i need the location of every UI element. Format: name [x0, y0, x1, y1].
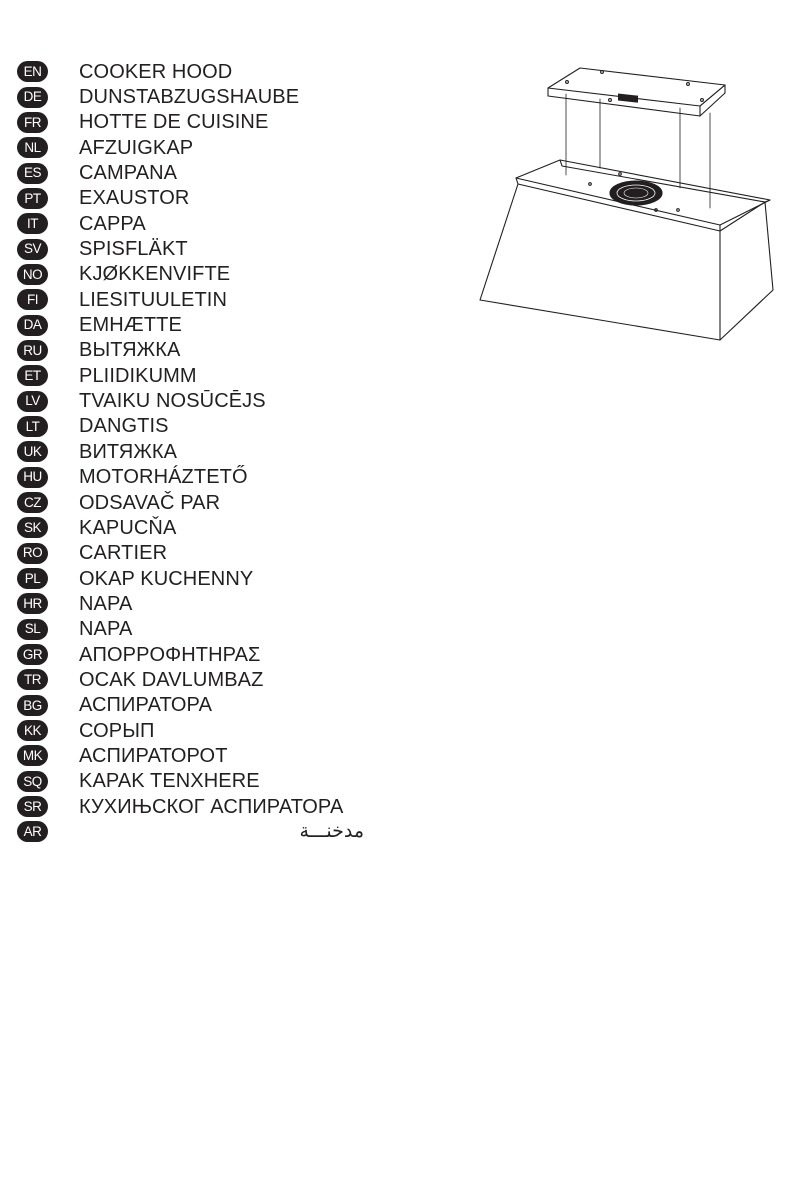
language-code-badge: SL — [17, 618, 48, 640]
product-name-label: EMHÆTTE — [79, 314, 182, 337]
product-name-label: ВИТЯЖКА — [79, 440, 178, 463]
language-row-cz: CZ ODSAVAČ PAR — [17, 490, 377, 515]
language-code-badge: PL — [17, 568, 48, 590]
language-code-badge: BG — [17, 694, 48, 716]
language-code-badge: FR — [17, 111, 48, 133]
product-name-label: مدخنـــة — [299, 820, 364, 843]
language-list: EN COOKER HOOD DE DUNSTABZUGSHAUBE FR HOTTE D… — [17, 59, 377, 845]
language-row-bg: BG АСПИРАТОРА — [17, 693, 377, 718]
language-code-badge: DA — [17, 314, 48, 336]
language-row-gr: GR ΑΠΟΡΡΟΦΗΤΗΡΑΣ — [17, 642, 377, 667]
language-row-pt: PT EXAUSTOR — [17, 186, 377, 211]
product-name-label: DUNSTABZUGSHAUBE — [79, 86, 300, 109]
language-row-da: DA EMHÆTTE — [17, 312, 377, 337]
language-row-kk: KK СОРЫП — [17, 718, 377, 743]
language-row-fr: FR HOTTE DE CUISINE — [17, 110, 377, 135]
language-row-en: EN COOKER HOOD — [17, 59, 377, 84]
cooker-hood-illustration — [479, 67, 774, 341]
product-name-label: SPISFLÄKT — [79, 238, 188, 261]
language-row-mk: MK АСПИРАТОРОТ — [17, 743, 377, 768]
language-row-de: DE DUNSTABZUGSHAUBE — [17, 84, 377, 109]
language-code-badge: MK — [17, 745, 48, 767]
language-row-lt: LT DANGTIS — [17, 414, 377, 439]
language-code-badge: PT — [17, 187, 48, 209]
language-code-badge: AR — [17, 821, 48, 843]
product-name-label: KJØKKENVIFTE — [79, 263, 231, 286]
product-name-label: PLIIDIKUMM — [79, 364, 197, 387]
language-row-et: ET PLIIDIKUMM — [17, 363, 377, 388]
product-name-label: ODSAVAČ PAR — [79, 491, 221, 514]
language-row-ru: RU ВЫТЯЖКА — [17, 338, 377, 363]
product-name-label: COOKER HOOD — [79, 60, 233, 83]
product-name-label: KAPUCŇA — [79, 516, 177, 539]
product-name-label: ΑΠΟΡΡΟΦΗΤΗΡΑΣ — [79, 643, 261, 666]
language-code-badge: SR — [17, 796, 48, 818]
language-row-sq: SQ KAPAK TENXHERE — [17, 769, 377, 794]
product-name-label: OCAK DAVLUMBAZ — [79, 668, 264, 691]
language-row-lv: LV TVAIKU NOSŪCĒJS — [17, 388, 377, 413]
product-name-label: CAMPANA — [79, 162, 178, 185]
language-row-sl: SL NAPA — [17, 617, 377, 642]
product-name-label: АСПИРАТОРОТ — [79, 744, 228, 767]
language-row-hu: HU MOTORHÁZTETŐ — [17, 465, 377, 490]
language-code-badge: HR — [17, 593, 48, 615]
language-code-badge: SV — [17, 238, 48, 260]
language-code-badge: KK — [17, 720, 48, 742]
product-name-label: КУХИЊСКОГ АСПИРАТОРА — [79, 795, 344, 818]
language-row-sr: SR КУХИЊСКОГ АСПИРАТОРА — [17, 794, 377, 819]
language-code-badge: SK — [17, 517, 48, 539]
language-row-nl: NL AFZUIGKAP — [17, 135, 377, 160]
product-name-label: CAPPA — [79, 212, 146, 235]
language-code-badge: RU — [17, 339, 48, 361]
language-code-badge: NO — [17, 263, 48, 285]
product-name-label: ВЫТЯЖКА — [79, 339, 181, 362]
language-code-badge: GR — [17, 644, 48, 666]
product-name-label: AFZUIGKAP — [79, 136, 194, 159]
product-name-label: NAPA — [79, 618, 133, 641]
language-row-it: IT CAPPA — [17, 211, 377, 236]
language-code-badge: RO — [17, 542, 48, 564]
language-code-badge: ES — [17, 162, 48, 184]
language-code-badge: EN — [17, 61, 48, 83]
language-code-badge: ET — [17, 365, 48, 387]
language-row-sk: SK KAPUCŇA — [17, 515, 377, 540]
product-name-label: EXAUSTOR — [79, 187, 190, 210]
language-code-badge: LT — [17, 415, 48, 437]
language-row-tr: TR OCAK DAVLUMBAZ — [17, 667, 377, 692]
language-code-badge: IT — [17, 213, 48, 235]
product-name-label: MOTORHÁZTETŐ — [79, 466, 248, 489]
language-code-badge: DE — [17, 86, 48, 108]
ceiling-plate — [547, 67, 726, 117]
product-name-label: OKAP KUCHENNY — [79, 567, 254, 590]
language-row-ar: AR مدخنـــة — [17, 819, 377, 844]
language-code-badge: UK — [17, 441, 48, 463]
language-code-badge: CZ — [17, 492, 48, 514]
language-code-badge: TR — [17, 669, 48, 691]
product-name-label: NAPA — [79, 592, 133, 615]
language-code-badge: HU — [17, 466, 48, 488]
language-code-badge: LV — [17, 390, 48, 412]
language-row-no: NO KJØKKENVIFTE — [17, 262, 377, 287]
language-row-sv: SV SPISFLÄKT — [17, 236, 377, 261]
product-name-label: HOTTE DE CUISINE — [79, 111, 269, 134]
product-name-label: CARTIER — [79, 542, 168, 565]
language-code-badge: FI — [17, 289, 48, 311]
language-row-pl: PL OKAP KUCHENNY — [17, 566, 377, 591]
language-row-hr: HR NAPA — [17, 591, 377, 616]
language-row-uk: UK ВИТЯЖКА — [17, 439, 377, 464]
language-code-badge: SQ — [17, 770, 48, 792]
product-name-label: KAPAK TENXHERE — [79, 770, 260, 793]
product-name-label: СОРЫП — [79, 719, 155, 742]
product-name-label: TVAIKU NOSŪCĒJS — [79, 390, 266, 413]
hood-body — [479, 159, 774, 341]
product-name-label: DANGTIS — [79, 415, 169, 438]
language-row-ro: RO CARTIER — [17, 541, 377, 566]
product-name-label: АСПИРАТОРА — [79, 694, 213, 717]
language-code-badge: NL — [17, 137, 48, 159]
language-row-es: ES CAMPANA — [17, 160, 377, 185]
product-name-label: LIESITUULETIN — [79, 288, 227, 311]
language-row-fi: FI LIESITUULETIN — [17, 287, 377, 312]
